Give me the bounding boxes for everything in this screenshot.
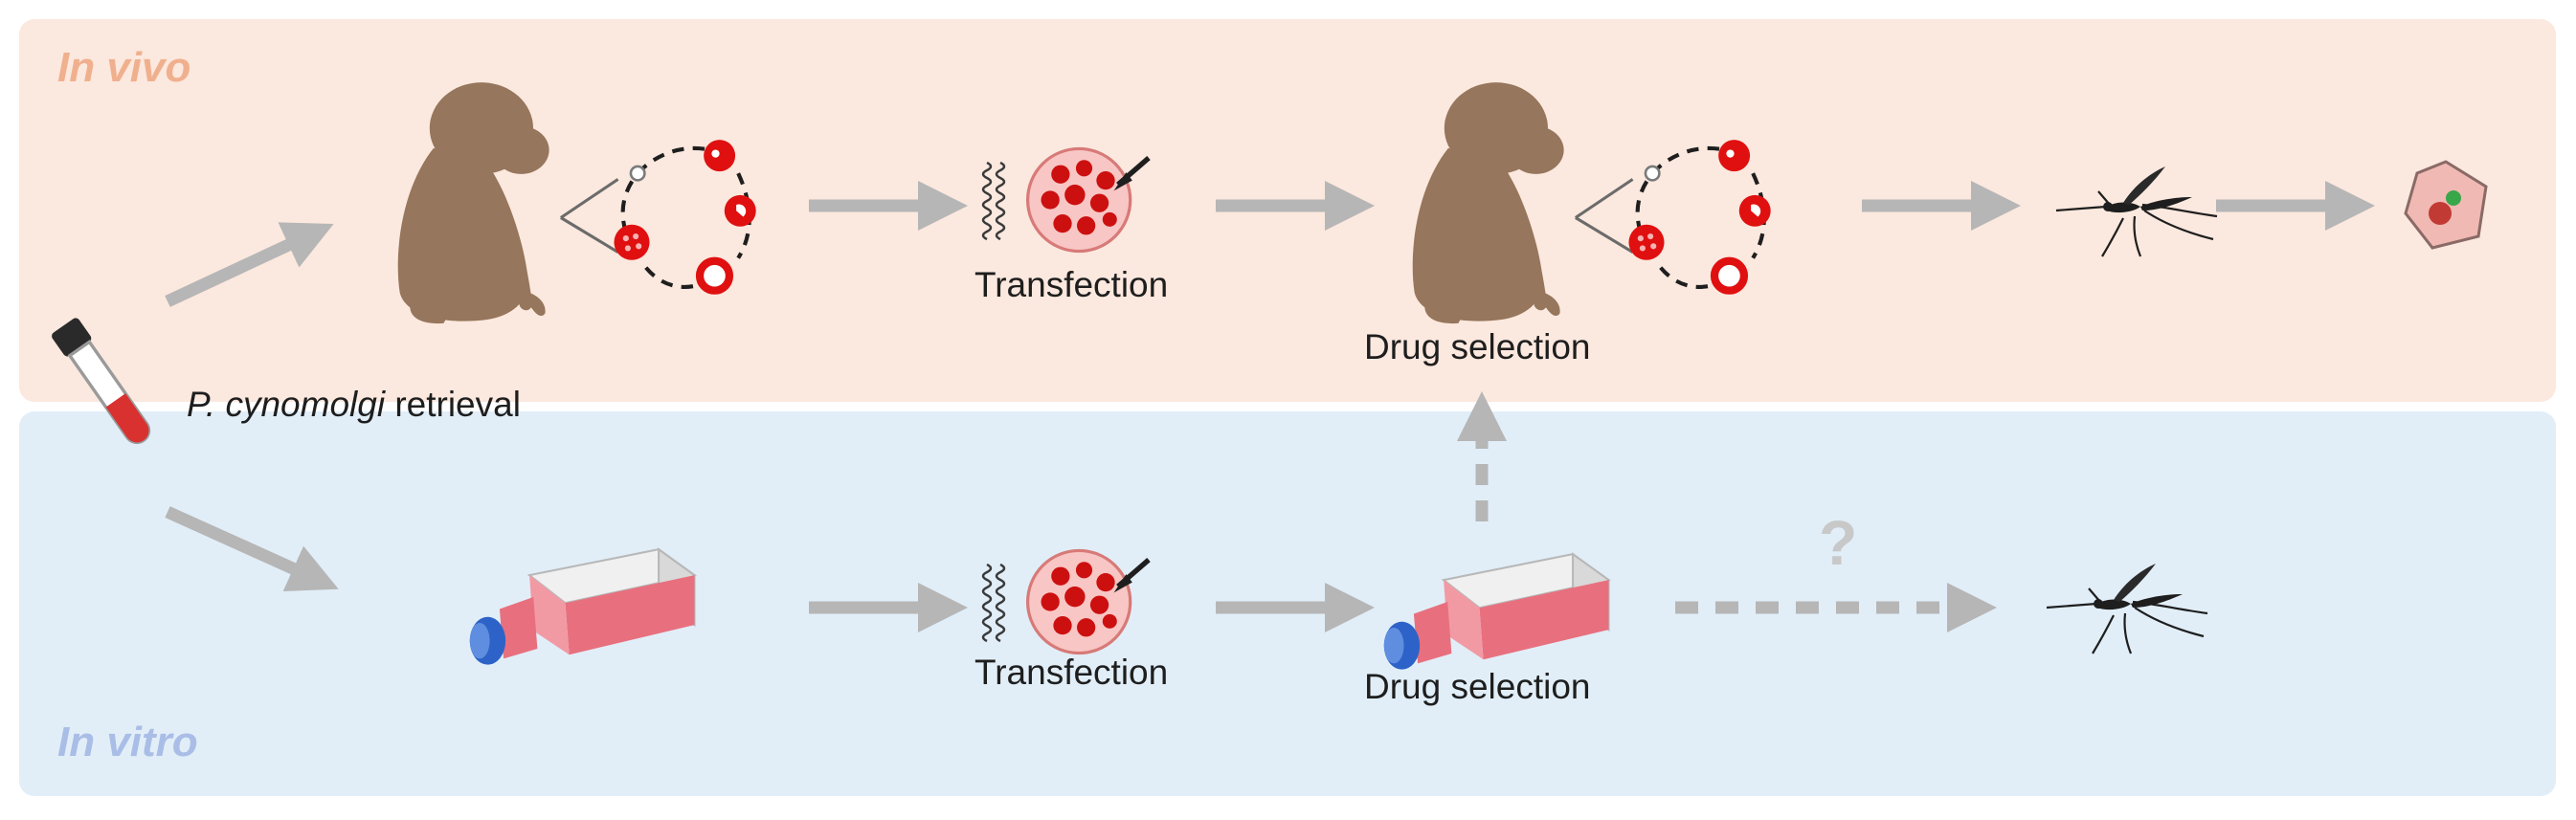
in-vivo-label: In vivo: [57, 44, 190, 91]
retrieval-label: P. cynomolgi retrieval: [187, 385, 521, 424]
drug-selection-label-vitro: Drug selection: [1364, 667, 1591, 706]
drug-selection-label-vivo: Drug selection: [1364, 327, 1591, 366]
arrows: [165, 181, 2375, 632]
transfection-label-vivo: Transfection: [974, 265, 1168, 304]
in-vitro-label: In vitro: [57, 719, 198, 765]
arrow-to-monkey: [165, 222, 334, 307]
transfection-label-vitro: Transfection: [974, 653, 1168, 692]
arrow-to-flask: [165, 506, 339, 591]
unknown-mark: ?: [1819, 507, 1857, 578]
